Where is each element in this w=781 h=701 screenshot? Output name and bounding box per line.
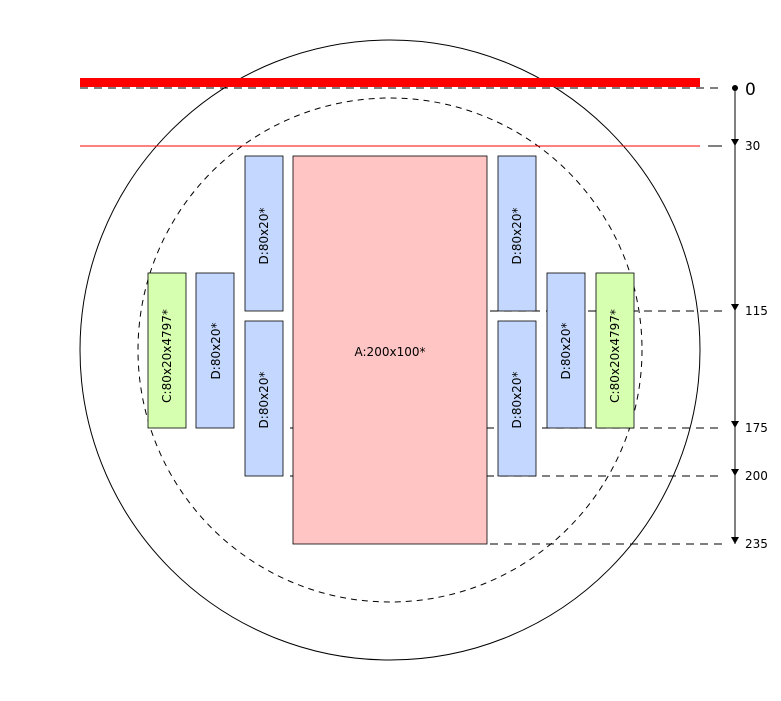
block-d-left-lower-label: D:80x20* (257, 372, 271, 429)
block-a (292, 155, 488, 545)
inner-dashed-circle (137, 97, 643, 603)
block-d-left-middle-label: D:80x20* (209, 323, 223, 380)
block-d-right-middle (546, 272, 586, 429)
block-d-right-lower (497, 320, 537, 477)
block-d-right-upper-label: D:80x20* (510, 208, 524, 265)
arrow-115 (731, 304, 739, 311)
scale-label-175: 175 (745, 421, 768, 435)
block-c-right-label: C:80x20x4797* (608, 309, 622, 403)
outer-circle (79, 39, 701, 661)
scale-label-0: 0 (745, 80, 756, 100)
block-d-right-lower-label: D:80x20* (510, 372, 524, 429)
block-c-right (595, 272, 635, 429)
scale-label-235: 235 (745, 537, 768, 551)
block-c-left-label: C:80x20x4797* (160, 309, 174, 403)
arrow-175 (731, 421, 739, 428)
top-red-bar (80, 78, 700, 87)
block-a-label: A:200x100* (355, 345, 426, 359)
scale-label-30: 30 (745, 139, 760, 153)
block-c-left (147, 272, 187, 429)
block-d-left-middle (195, 272, 235, 429)
block-d-right-middle-label: D:80x20* (559, 323, 573, 380)
scale-label-200: 200 (745, 469, 768, 483)
arrow-235 (731, 537, 739, 544)
block-d-right-upper (497, 155, 537, 312)
block-d-left-upper (244, 155, 284, 312)
scale-label-115: 115 (745, 304, 768, 318)
arrow-200 (731, 469, 739, 476)
block-d-left-lower (244, 320, 284, 477)
arrow-30 (731, 139, 739, 146)
block-d-left-upper-label: D:80x20* (257, 208, 271, 265)
axis-origin-dot (732, 85, 738, 91)
